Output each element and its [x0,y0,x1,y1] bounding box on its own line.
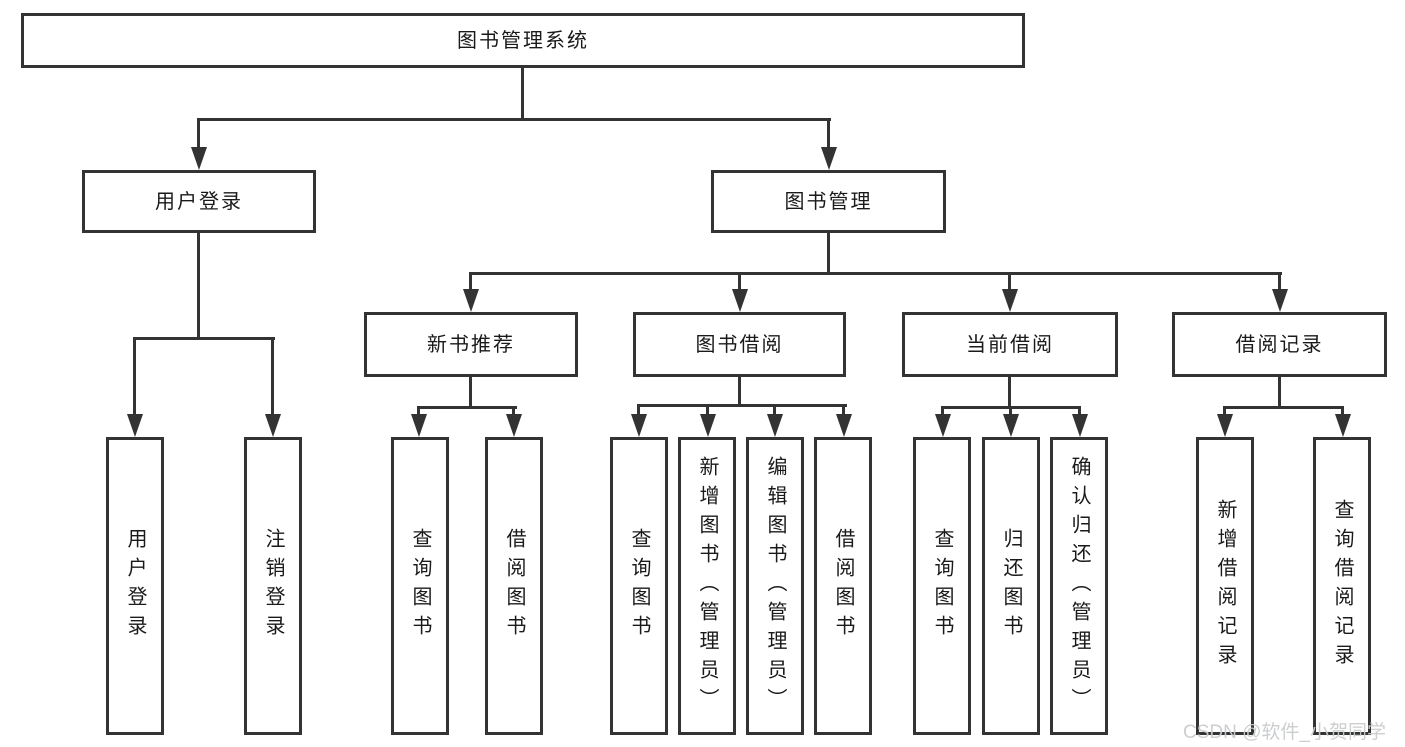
connector-vline [1078,406,1081,415]
connector-vline [941,406,944,415]
connector-hline [197,118,831,121]
node-borrow-records-label: 借阅记录 [1235,333,1324,356]
arrow-down-icon [1217,414,1233,437]
connector-vline [1341,406,1344,415]
node-book-management: 图书管理 [711,170,946,233]
node-current-borrow-label: 当前借阅 [966,333,1054,356]
arrow-down-icon [1003,414,1019,437]
arrow-down-icon [1335,414,1351,437]
leaf-records-query-record-label: 查询借阅记录 [1331,499,1353,673]
node-book-borrow-label: 图书借阅 [695,333,784,356]
connector-hline [1223,406,1344,409]
connector-hline [469,272,1282,275]
connector-vline [637,404,640,415]
connector-vline [827,118,830,149]
node-new-book-recommend: 新书推荐 [364,312,578,377]
arrow-down-icon [1272,289,1288,312]
node-book-management-label: 图书管理 [784,190,873,213]
arrow-down-icon [463,289,479,312]
connector-vline [738,272,741,291]
leaf-user-login: 用户登录 [106,437,164,735]
arrow-down-icon [127,414,143,437]
arrow-down-icon [506,414,522,437]
leaf-borrow-borrow-books-label: 借阅图书 [832,528,854,644]
connector-vline [1223,406,1226,415]
leaf-records-add-record-label: 新增借阅记录 [1214,499,1236,673]
connector-vline [827,233,830,274]
arrow-down-icon [1072,414,1088,437]
leaf-borrow-edit-books-label: 编辑图书（管理员） [764,455,786,717]
node-root-label: 图书管理系统 [457,29,589,52]
node-current-borrow: 当前借阅 [902,312,1118,377]
csdn-watermark: CSDN @软件_小贺同学 [1183,722,1386,743]
connector-vline [1008,377,1011,408]
connector-vline [706,404,709,415]
arrow-down-icon [767,414,783,437]
arrow-down-icon [1002,289,1018,312]
connector-vline [469,377,472,408]
leaf-records-query-record: 查询借阅记录 [1313,437,1371,735]
node-borrow-records: 借阅记录 [1172,312,1387,377]
connector-vline [773,404,776,415]
leaf-current-query-books-label: 查询图书 [931,528,953,644]
node-book-borrow: 图书借阅 [633,312,846,377]
leaf-recommend-borrow-books-label: 借阅图书 [503,528,525,644]
connector-vline [521,66,524,119]
connector-vline [469,272,472,291]
leaf-logout-label: 注销登录 [262,528,284,644]
leaf-borrow-borrow-books: 借阅图书 [814,437,872,735]
leaf-current-confirm-return-label: 确认归还（管理员） [1068,455,1090,717]
node-root: 图书管理系统 [21,13,1025,68]
leaf-recommend-query-books: 查询图书 [391,437,449,735]
leaf-records-add-record: 新增借阅记录 [1196,437,1254,735]
arrow-down-icon [411,414,427,437]
connector-vline [1278,272,1281,291]
arrow-down-icon [935,414,951,437]
connector-vline [1278,377,1281,408]
leaf-user-login-label: 用户登录 [124,528,146,644]
node-user-login-label: 用户登录 [155,190,243,213]
connector-vline [417,406,420,415]
connector-vline [1009,406,1012,415]
connector-vline [738,377,741,406]
arrow-down-icon [700,414,716,437]
leaf-borrow-query-books: 查询图书 [610,437,668,735]
connector-vline [271,337,274,415]
leaf-recommend-query-books-label: 查询图书 [409,528,431,644]
leaf-current-return-books-label: 归还图书 [1000,528,1022,644]
node-user-login: 用户登录 [82,170,316,233]
node-new-book-recommend-label: 新书推荐 [427,333,515,356]
leaf-logout: 注销登录 [244,437,302,735]
arrow-down-icon [265,414,281,437]
connector-hline [417,406,517,409]
arrow-down-icon [836,414,852,437]
leaf-borrow-edit-books: 编辑图书（管理员） [746,437,804,735]
leaf-borrow-query-books-label: 查询图书 [628,528,650,644]
connector-vline [197,118,200,149]
arrow-down-icon [191,147,207,170]
arrow-down-icon [732,289,748,312]
arrow-down-icon [821,147,837,170]
connector-vline [133,337,136,415]
leaf-borrow-add-books: 新增图书（管理员） [678,437,736,735]
leaf-current-return-books: 归还图书 [982,437,1040,735]
connector-hline [637,404,847,407]
connector-vline [1008,272,1011,291]
leaf-current-confirm-return: 确认归还（管理员） [1050,437,1108,735]
connector-vline [842,404,845,415]
connector-vline [197,233,200,339]
leaf-borrow-add-books-label: 新增图书（管理员） [696,455,718,717]
leaf-recommend-borrow-books: 借阅图书 [485,437,543,735]
arrow-down-icon [631,414,647,437]
connector-hline [133,337,275,340]
connector-vline [512,406,515,415]
leaf-current-query-books: 查询图书 [913,437,971,735]
